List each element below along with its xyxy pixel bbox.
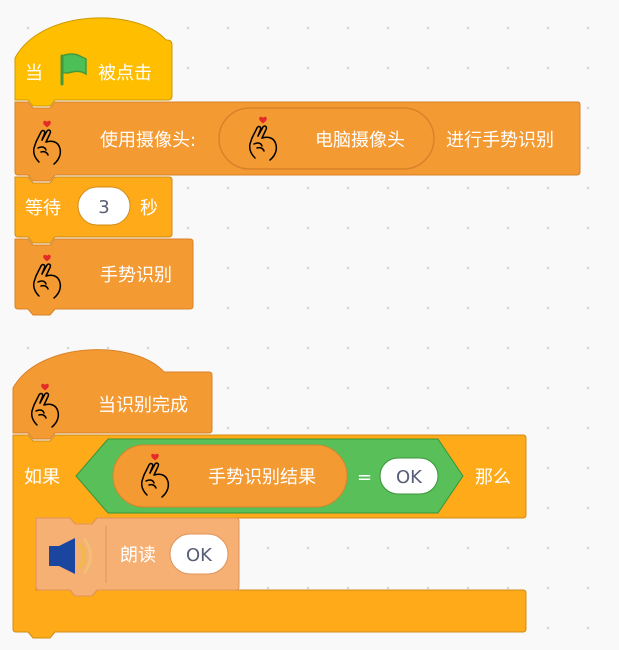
use-camera-block[interactable]: 使用摄像头: 电脑摄像头 进行手势识别	[14, 101, 581, 182]
speak-text-value: OK	[186, 545, 213, 566]
compare-value: OK	[396, 467, 423, 488]
camera-dropdown[interactable]: 电脑摄像头	[218, 107, 435, 170]
when-label: 当	[25, 63, 43, 84]
camera-label: 使用摄像头:	[100, 130, 196, 151]
speak-text-input[interactable]: OK	[169, 533, 229, 575]
when-recognition-complete-block[interactable]: 当识别完成	[12, 349, 213, 440]
if-label: 如果	[24, 467, 60, 488]
recognition-complete-label: 当识别完成	[98, 395, 188, 416]
equals-operator-block[interactable]: 手势识别结果 = OK	[75, 438, 464, 514]
gesture-result-label: 手势识别结果	[208, 467, 316, 488]
green-flag-icon	[60, 53, 87, 86]
compare-value-input[interactable]: OK	[379, 457, 439, 495]
gesture-recognition-label: 手势识别	[100, 265, 172, 286]
wait-label: 等待	[25, 198, 61, 219]
equals-sign: =	[357, 467, 372, 488]
seconds-label: 秒	[140, 198, 158, 219]
gesture-result-reporter[interactable]: 手势识别结果	[112, 444, 348, 508]
speak-label: 朗读	[120, 545, 156, 566]
then-label: 那么	[475, 467, 511, 488]
wait-seconds-input[interactable]: 3	[77, 186, 131, 226]
speak-block[interactable]: 朗读 OK	[35, 517, 240, 597]
wait-block[interactable]: 等待 3 秒	[14, 176, 173, 244]
gesture-recognition-block[interactable]: 手势识别	[14, 238, 194, 316]
when-flag-clicked-block[interactable]: 当 被点击	[14, 17, 173, 107]
wait-seconds-value: 3	[98, 197, 109, 218]
camera-suffix: 进行手势识别	[446, 130, 554, 151]
clicked-label: 被点击	[98, 63, 152, 84]
camera-value: 电脑摄像头	[315, 130, 405, 151]
speaker-icon	[49, 538, 92, 574]
